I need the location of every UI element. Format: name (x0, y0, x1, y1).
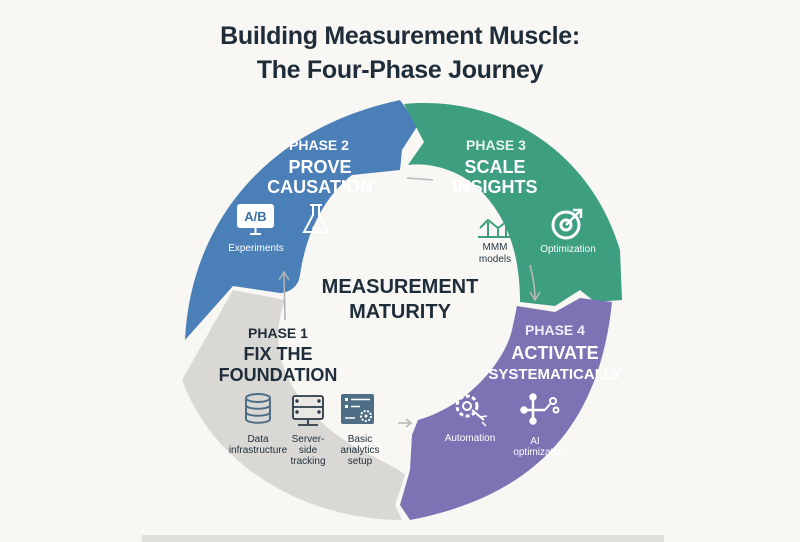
experiments-label: Experiments (228, 243, 284, 254)
server-icon (292, 395, 324, 426)
ab-icon-text: A/B (244, 209, 266, 224)
server-tracking-label-line3: tracking (290, 456, 326, 467)
data-infra-label-line2: infrastructure (228, 445, 288, 456)
growth-chart-icon (478, 209, 516, 238)
phase-3-name-line1: SCALE (464, 157, 526, 177)
phase-1-name-line2: FOUNDATION (218, 365, 338, 385)
phase-3-segment (404, 103, 622, 306)
center-label: MEASUREMENT MATURITY (300, 275, 500, 325)
analytics-setup-label-line3: setup (347, 456, 373, 467)
phase-4-number: PHASE 4 (525, 322, 585, 338)
analytics-setup-label-line1: Basic (347, 434, 373, 445)
server-tracking-label-line1: Server- (291, 434, 325, 445)
target-icon (551, 208, 583, 240)
phase-4-segment (400, 298, 612, 520)
bottom-divider (142, 535, 664, 542)
phase-4-name-line2: SYSTEMATICALLY (488, 366, 622, 383)
title-line-1: Building Measurement Muscle: (220, 22, 580, 50)
center-line-2: MATURITY (349, 301, 451, 323)
phase-3-number: PHASE 3 (466, 137, 526, 153)
database-icon (245, 393, 271, 424)
analytics-setup-label-line2: analytics (340, 445, 380, 456)
optimization-label: Optimization (540, 244, 596, 255)
phase-1-number: PHASE 1 (248, 325, 308, 341)
ai-optimization-label-line1: AI (530, 436, 540, 447)
analytics-settings-icon (341, 394, 374, 424)
mmm-label-line2: models (478, 254, 512, 265)
ai-optimization-label-line2: optimization (513, 447, 567, 458)
network-nodes-icon (520, 393, 560, 425)
arrow-phase2-to-phase3 (406, 177, 434, 181)
arrow-phase3-to-phase4 (529, 264, 541, 302)
phase-2-name-line2: CAUSATION (267, 177, 373, 197)
phase-2-number: PHASE 2 (289, 137, 349, 153)
ab-test-monitor-icon: A/B (237, 204, 274, 235)
center-line-1: MEASUREMENT (321, 276, 479, 298)
arrow-phase1-to-phase4 (398, 418, 413, 428)
mmm-label-line1: MMM (482, 242, 508, 253)
flask-icon (302, 204, 330, 233)
automation-label: Automation (444, 433, 496, 444)
phase-2-segment (185, 100, 418, 340)
gear-automation-icon (455, 394, 488, 427)
phase-3-name-line2: INSIGHTS (452, 177, 538, 197)
phase-4-name-line1: ACTIVATE (511, 343, 599, 363)
phase-1-name-line1: FIX THE (243, 344, 313, 364)
arrow-phase1-to-phase2 (278, 270, 290, 321)
data-infra-label-line1: Data (247, 434, 269, 445)
server-tracking-label-line2: side (298, 445, 318, 456)
phase-2-name-line1: PROVE (288, 157, 352, 177)
title-line-2: The Four-Phase Journey (256, 56, 544, 84)
